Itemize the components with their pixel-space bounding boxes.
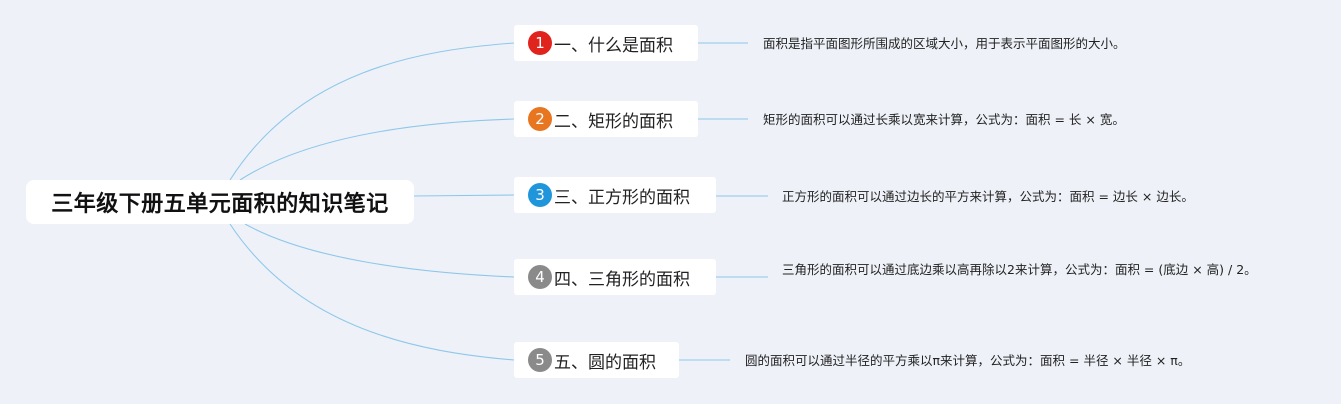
note-what-is-area[interactable]: 面积是指平面图形所围成的区域大小，用于表示平面图形的大小。 (763, 36, 1126, 51)
branch-topic-2[interactable]: 2 二、矩形的面积 (514, 101, 698, 137)
number-badge-icon: 3 (528, 183, 552, 207)
branch-topic-1[interactable]: 1 一、什么是面积 (514, 25, 698, 61)
connector-root-branch-4 (244, 223, 515, 278)
branch-topic-label: 四、三角形的面积 (554, 269, 690, 290)
connector-root-branch-3 (413, 194, 515, 197)
note-circle-area[interactable]: 圆的面积可以通过半径的平方乘以π来计算，公式为：面积 = 半径 × 半径 × π… (745, 353, 1191, 368)
branch-topic-label: 二、矩形的面积 (554, 111, 673, 132)
connector-root-branch-5 (229, 223, 515, 361)
number-badge-icon: 2 (528, 107, 552, 131)
number-badge-icon: 1 (528, 31, 552, 55)
number-badge-icon: 4 (528, 265, 552, 289)
branch-topic-4[interactable]: 4 四、三角形的面积 (514, 259, 716, 295)
branch-topic-label: 五、圆的面积 (554, 352, 656, 373)
connector-root-branch-2 (239, 118, 515, 181)
note-square-area[interactable]: 正方形的面积可以通过边长的平方来计算，公式为：面积 = 边长 × 边长。 (782, 189, 1194, 204)
root-topic[interactable]: 三年级下册五单元面积的知识笔记 (26, 180, 414, 224)
connector-root-branch-1 (229, 42, 515, 181)
root-topic-label: 三年级下册五单元面积的知识笔记 (51, 192, 389, 217)
branch-topic-5[interactable]: 5 五、圆的面积 (514, 342, 679, 378)
branch-topic-3[interactable]: 3 三、正方形的面积 (514, 177, 716, 213)
note-rectangle-area[interactable]: 矩形的面积可以通过长乘以宽来计算，公式为：面积 = 长 × 宽。 (763, 112, 1125, 127)
note-triangle-area[interactable]: 三角形的面积可以通过底边乘以高再除以2来计算，公式为：面积 = (底边 × 高)… (782, 262, 1257, 277)
number-badge-icon: 5 (528, 348, 552, 372)
branch-topic-label: 一、什么是面积 (554, 35, 673, 56)
branch-topic-label: 三、正方形的面积 (554, 187, 690, 208)
